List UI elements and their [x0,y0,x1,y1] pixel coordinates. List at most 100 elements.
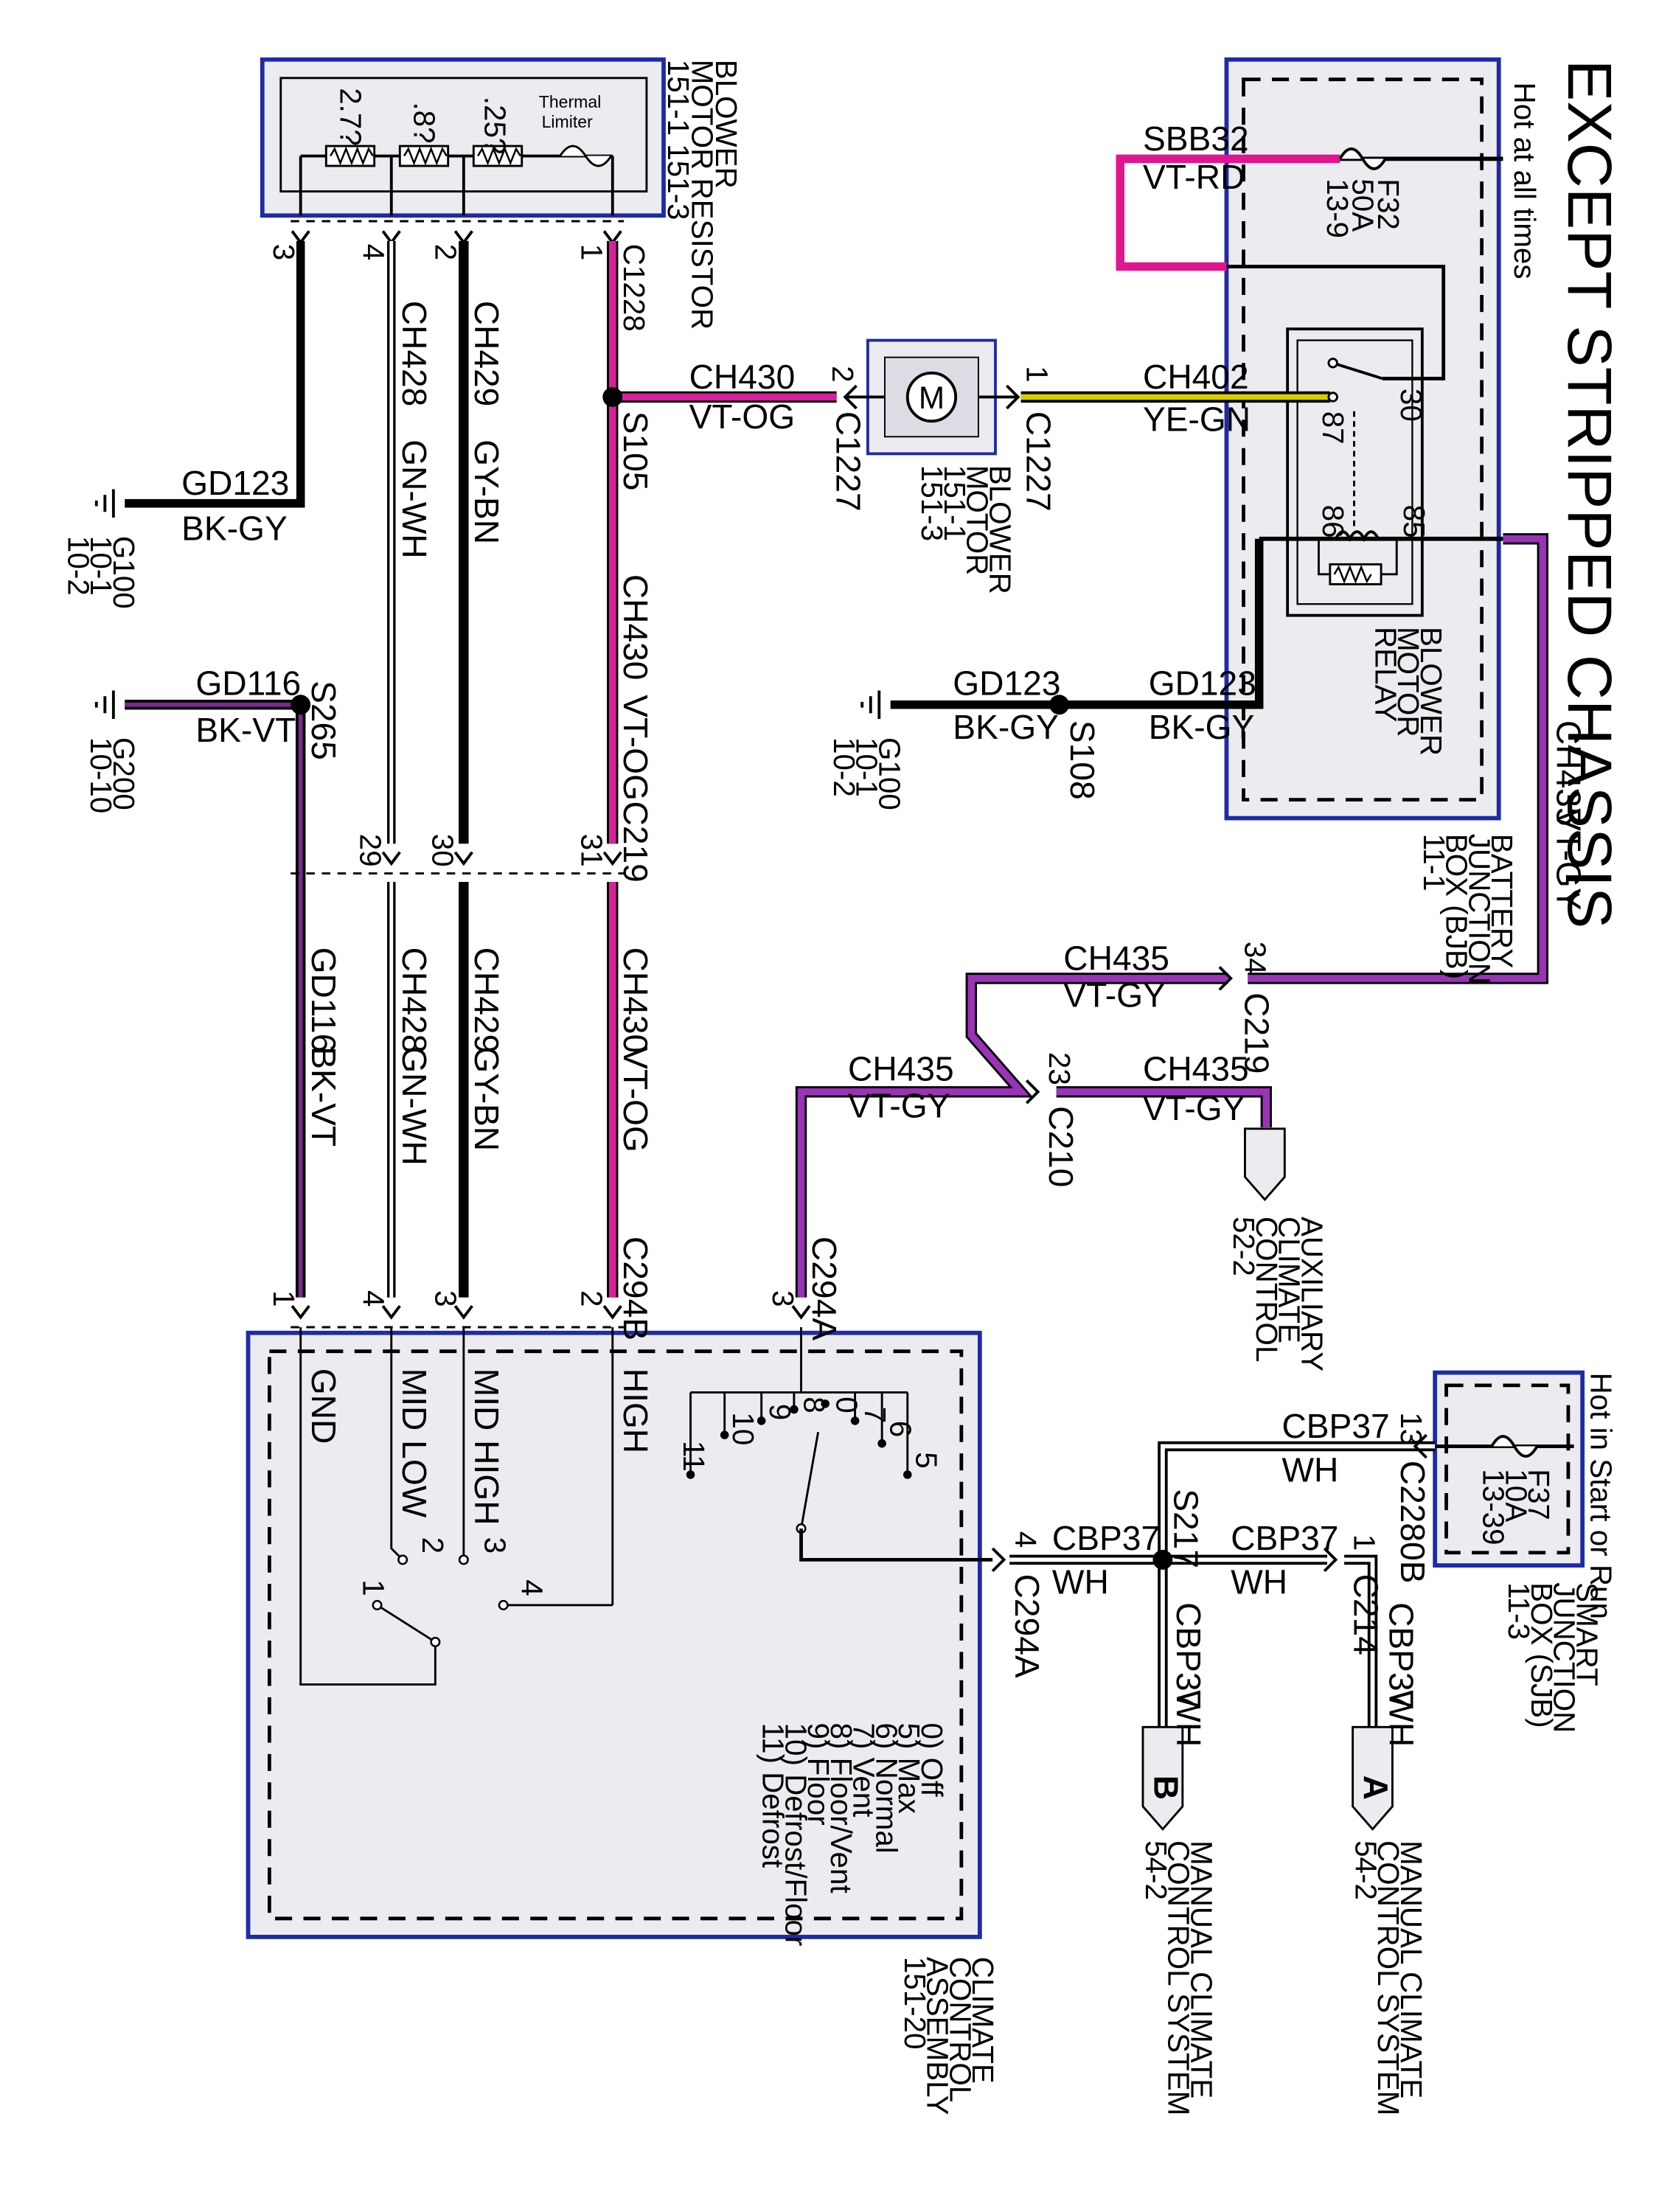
vt-gy-label-left: VT-GY [848,1086,950,1124]
s105-label: S105 [616,411,655,491]
splice-s108 [1049,695,1069,715]
c2280b-pin-13: 13 [1394,1412,1428,1445]
bjb-line-3: BOX (BJB) [1440,834,1474,979]
hot-in-start-label: Hot in Start or Run [1585,1373,1618,1619]
resistor-2-7 [324,145,376,167]
relay-pin-87: 87 [1316,411,1350,445]
gn-wh-label-upper: GN-WH [395,439,434,558]
resistor-value-2-7: 2.7? [334,88,368,146]
mode-legend: 0) Off 5) Max 6) Normal 7) Vent 8) Floor… [757,1723,949,1947]
cbp37-label-vertical-a: CBP37 [1382,1602,1421,1710]
climate-assembly-line-1: CLIMATE [966,1957,1000,2084]
gd123-label-left: GD123 [181,464,289,502]
gd123-label-mid: GD123 [953,664,1060,702]
relay-pin-85: 85 [1397,505,1431,538]
ch435-label-left: CH435 [848,1049,954,1088]
thermal-limiter-label-1: Thermal [539,92,602,111]
vt-rd-label: VT-RD [1143,158,1245,196]
mode-switch-bus [689,1391,909,1475]
relay-pin-86: 86 [1316,505,1350,538]
g200-label: G200 10-10 [84,737,141,813]
c294a-pin-3: 3 [766,1290,800,1307]
mode-legend-10: 10) Defrost/Floor [779,1723,813,1947]
manual-climate-b-line-3: 54-2 [1139,1840,1173,1900]
climate-assembly-label: CLIMATE CONTROL ASSEMBLY 151-20 [898,1957,1000,2115]
f37-line-1: F37 [1522,1469,1556,1520]
g100-left-line-3: 10-2 [61,536,95,596]
manual-climate-a-line-1: MANUAL CLIMATE [1394,1840,1428,2098]
f32-label: F32 50A 13-9 [1321,178,1405,238]
c210-label: C210 [1042,1106,1080,1187]
c1227-label-right: C1227 [1019,411,1057,512]
f37-line-3: 13-39 [1477,1469,1511,1545]
gd116-label-vertical: GD116 [305,947,343,1053]
bjb-label: BATTERY JUNCTION BOX (BJB) 11-1 [1417,834,1519,984]
aux-climate-line-3: CONTROL [1250,1217,1284,1362]
manual-climate-b-line-2: CONTROL SYSTEM [1162,1840,1196,2115]
mode-pos-11: 11 [677,1441,711,1472]
aux-climate-label: AUXILIARY CLIMATE CONTROL 52-2 [1227,1217,1329,1371]
resistor-pin-2: 2 [428,244,462,260]
blower-motor-line-4: 151-3 [915,465,949,541]
c294b-pin-1: 1 [267,1290,301,1307]
s108-label: S108 [1063,720,1102,800]
ground-g200 [94,690,115,719]
f37-line-2: 10A [1499,1469,1533,1522]
relay-contact-87 [1327,358,1338,369]
c2280b-label: C2280B [1394,1461,1432,1584]
c219-label-left: C219 [616,801,655,883]
g100-label-right: G100 10-1 10-2 [827,737,907,810]
c219-connector-pins [381,851,622,866]
wire-sbb32 [1116,154,1340,271]
blower-motor-line-1: BLOWER [983,465,1017,594]
resistor-pin-1: 1 [574,244,608,260]
c214-pin-1: 1 [1348,1534,1382,1551]
blower-motor-m: M [919,380,945,415]
resistor-pin-3: 3 [267,244,301,260]
manual-climate-b-line-1: MANUAL CLIMATE [1184,1840,1218,2098]
mode-legend-7: 7) Vent [847,1723,881,1818]
gd116-label: GD116 [195,664,301,702]
splice-s217 [1152,1549,1173,1570]
manual-climate-label-b: MANUAL CLIMATE CONTROL SYSTEM 54-2 [1139,1840,1219,2115]
ground-g100-right [860,690,881,719]
mode-pos-10: 10 [726,1412,760,1445]
fuse-f32-symbol [1338,147,1387,170]
mode-pos-6: 6 [884,1421,918,1437]
resistor-0-8 [398,145,450,167]
g100-label-left: G100 10-1 10-2 [61,536,141,609]
climate-high-label: HIGH [616,1368,655,1453]
c219-pin34-connector [1218,966,1233,991]
ground-g100-left [94,489,115,518]
relay-switch-arm [1332,361,1383,380]
ch428-label-lower: CH428 [395,947,434,1054]
blower-motor-relay-inner [1296,339,1413,605]
blower-switch-pin-4: 4 [515,1579,549,1596]
manual-climate-a-line-3: 54-2 [1349,1840,1382,1900]
c214-pin1-connector [1323,1547,1338,1573]
resistor-value-0-8: .8? [408,102,442,143]
aux-climate-line-4: 52-2 [1227,1217,1261,1276]
cbp37-label-right: CBP37 [1231,1519,1338,1557]
mode-switch-output [799,1528,993,1562]
g200-line-2: 10-10 [84,737,118,813]
c294b-pin-3: 3 [428,1290,462,1307]
sbb32-label: SBB32 [1143,119,1249,158]
c219-pin-29: 29 [353,834,387,867]
blower-relay-line-3: RELAY [1368,627,1402,722]
wire-gd123-resistor [125,240,305,508]
bjb-line-2: JUNCTION [1462,834,1496,984]
g100-right-line-3: 10-2 [827,737,861,797]
connector-b-shape [1141,1725,1184,1831]
climate-control-assembly-box [246,1330,982,1939]
ch435-label-c219: CH435 [1063,939,1169,977]
c1227-label-left: C1227 [830,411,868,512]
blower-switch-arm [376,1604,437,1644]
thermal-limiter-symbol [559,145,613,167]
f37-label: F37 10A 13-39 [1477,1469,1557,1545]
sjb-label: SMART JUNCTION BOX (SJB) 11-3 [1502,1582,1604,1733]
climate-assembly-line-4: 151-20 [898,1957,932,2050]
manual-climate-a-line-2: CONTROL SYSTEM [1371,1840,1405,2115]
resistor-connector-pins [291,230,622,246]
resistor-pin-4: 4 [356,244,390,260]
